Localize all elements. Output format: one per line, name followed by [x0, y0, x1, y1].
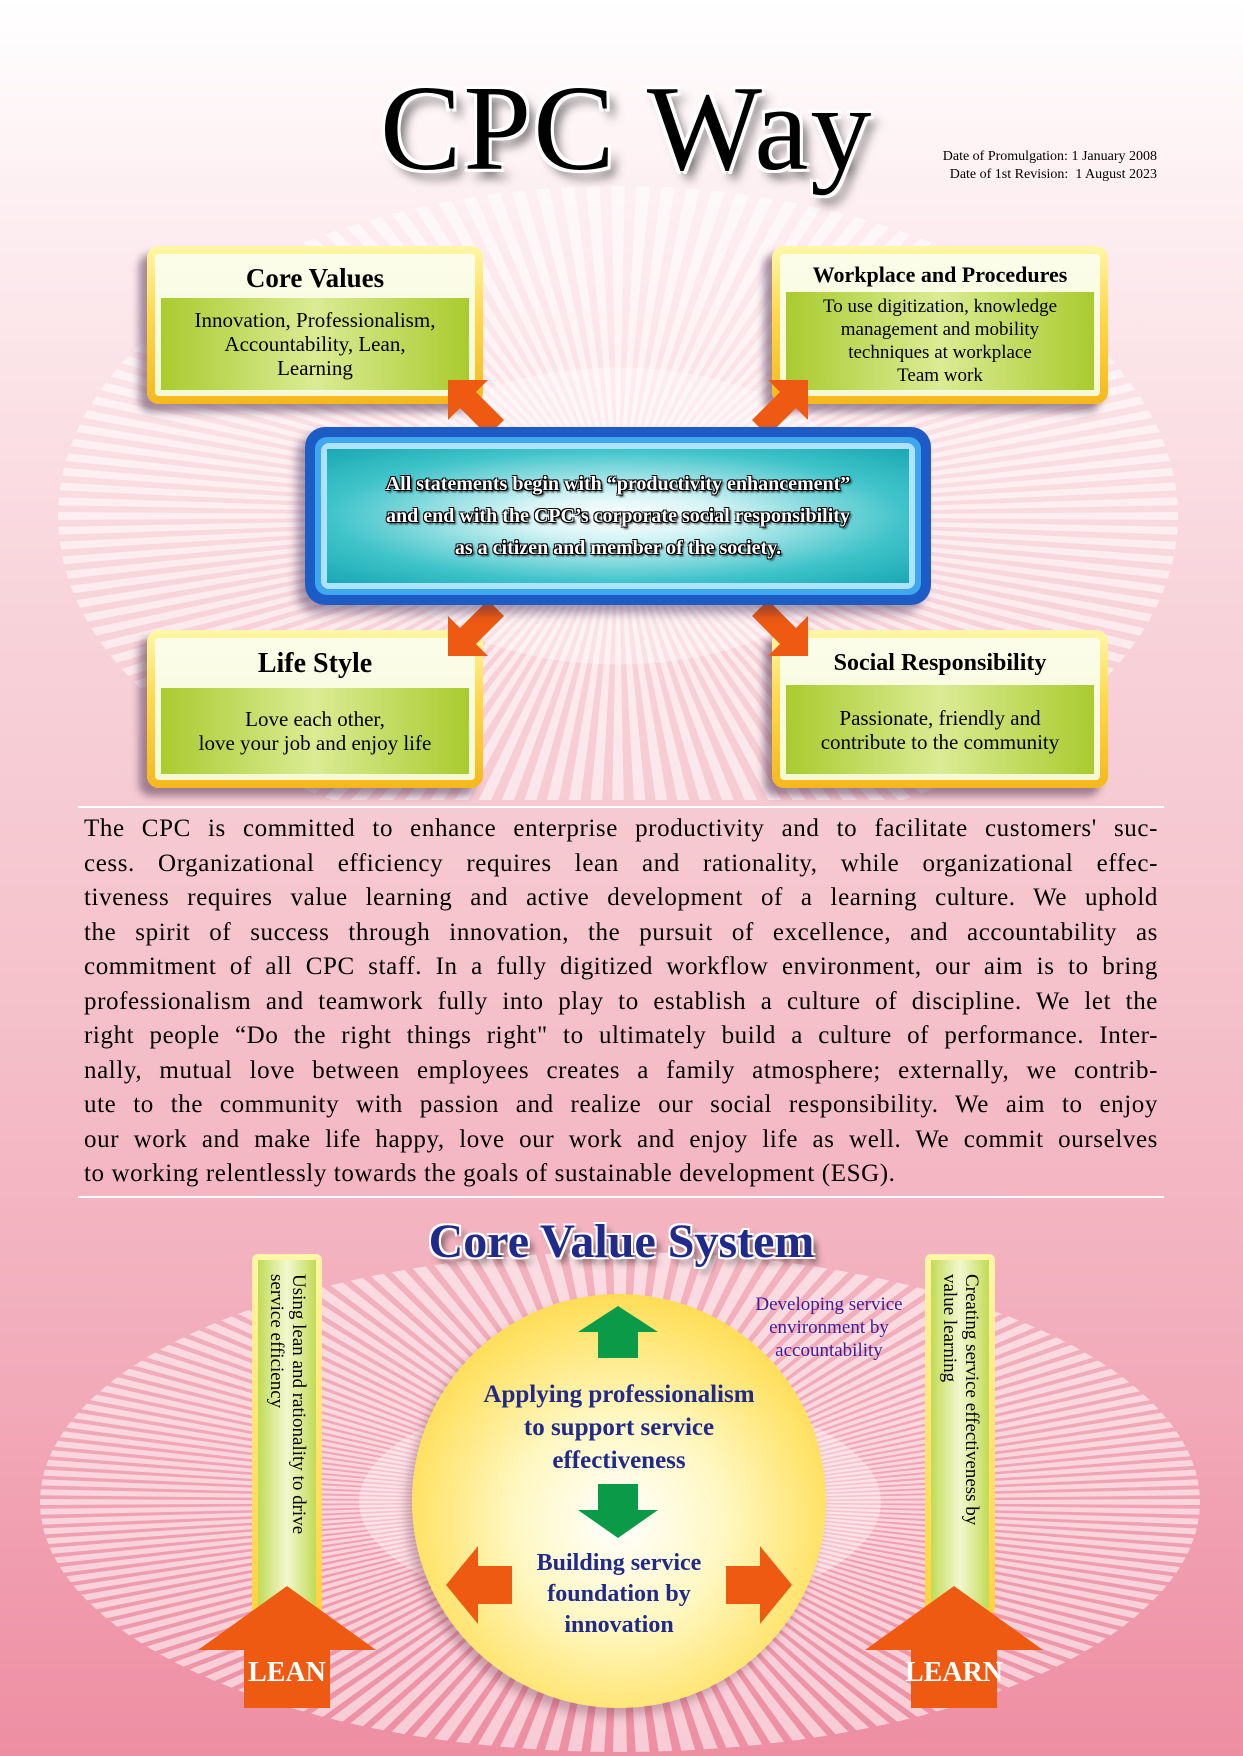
- innovation-line: Building service: [536, 1550, 702, 1576]
- paragraph-line: The CPC is committed to enhance enterpri…: [84, 815, 1158, 842]
- life-style-title: Life Style: [257, 648, 373, 679]
- social-responsibility-line: Passionate, friendly and: [839, 705, 1041, 730]
- lean-pillar-text: Using lean and rationality to drive serv…: [265, 1274, 309, 1534]
- core-values-line: Learning: [277, 356, 353, 380]
- professionalism-text: Applying professionalism to support serv…: [440, 1378, 798, 1477]
- innovation-line: foundation by: [547, 1581, 691, 1607]
- paragraph-line: professionalism and teamwork fully into …: [84, 987, 1158, 1015]
- arrow-down-right-icon: [752, 600, 808, 656]
- lean-arrow-icon: [198, 1586, 376, 1708]
- central-statement-line: All statements begin with “productivity …: [385, 473, 851, 495]
- lean-pillar: Using lean and rationality to drive serv…: [252, 1254, 322, 1614]
- workplace-line: management and mobility: [840, 319, 1040, 340]
- paragraph-line: the spirit of success through innovation…: [84, 918, 1158, 946]
- innovation-line: innovation: [564, 1612, 674, 1638]
- arrow-up-left-icon: [448, 380, 504, 436]
- paragraph-line: our work and make life happy, love our w…: [84, 1125, 1158, 1153]
- paragraph-line: tiveness requires value learning and act…: [84, 884, 1158, 911]
- lean-pillar-line: service efficiency: [266, 1274, 287, 1409]
- paragraph-line: right people “Do the right things right"…: [84, 1022, 1158, 1049]
- workplace-line: techniques at workplace: [848, 342, 1032, 363]
- sunburst-ray: [40, 1499, 620, 1505]
- life-style-box: Life Style Love each other, love your jo…: [147, 630, 483, 788]
- sunburst-ray: [620, 1499, 1200, 1505]
- central-statement-line: as a citizen and member of the society.: [454, 537, 782, 559]
- core-value-system-title: Core Value System: [428, 1215, 815, 1268]
- innovation-text: Building service foundation by innovatio…: [500, 1548, 738, 1641]
- green-arrow-up-icon: [578, 1306, 658, 1358]
- divider-top: [78, 806, 1164, 808]
- arrow-up-right-icon: [752, 380, 808, 436]
- arrow-down-left-icon: [448, 600, 504, 656]
- mission-paragraph: The CPC is committed to enhance enterpri…: [84, 812, 1158, 1192]
- core-values-box: Core Values Innovation, Professionalism,…: [147, 246, 483, 404]
- sunburst-ray: [611, 186, 625, 516]
- social-responsibility-box: Social Responsibility Passionate, friend…: [772, 630, 1108, 788]
- accountability-note-line: environment by: [769, 1317, 889, 1338]
- paragraph-line: commitment of all CPC staff. In a fully …: [84, 953, 1158, 980]
- social-responsibility-title: Social Responsibility: [833, 650, 1047, 676]
- central-statement-box: All statements begin with “productivity …: [305, 427, 931, 605]
- accountability-note-line: Developing service: [755, 1294, 903, 1315]
- paragraph-line: cess. Organizational efficiency requires…: [84, 849, 1158, 877]
- learn-pillar-line: value learning: [939, 1274, 960, 1383]
- workplace-box: Workplace and Procedures To use digitiza…: [772, 246, 1108, 404]
- learn-pillar-text: Creating service effectiveness by value …: [938, 1274, 982, 1525]
- page-title: CPC Way: [380, 61, 874, 196]
- revision-dates: Date of Promulgation: 1 January 2008 Dat…: [943, 148, 1157, 184]
- workplace-title: Workplace and Procedures: [812, 262, 1068, 287]
- accountability-note: Developing service environment by accoun…: [740, 1293, 918, 1362]
- learn-label: LEARN: [904, 1657, 1003, 1688]
- revision-date: Date of 1st Revision: 1 August 2023: [949, 167, 1157, 182]
- learn-arrow-icon: [865, 1586, 1043, 1708]
- life-style-line: Love each other,: [245, 707, 385, 731]
- central-statement-line: and end with the CPC’s corporate social …: [386, 505, 850, 527]
- professionalism-line: to support service: [523, 1414, 715, 1441]
- professionalism-line: effectiveness: [552, 1447, 686, 1474]
- core-values-title: Core Values: [245, 263, 385, 293]
- lean-label: LEAN: [248, 1657, 326, 1688]
- social-responsibility-line: contribute to the community: [820, 729, 1060, 754]
- paragraph-line: ute to the community with passion and re…: [84, 1091, 1158, 1118]
- paragraph-line: to working relentlessly towards the goal…: [84, 1160, 896, 1187]
- learn-pillar-line: Creating service effectiveness by: [961, 1274, 982, 1526]
- lean-pillar-line: Using lean and rationality to drive: [288, 1274, 309, 1535]
- learn-pillar: Creating service effectiveness by value …: [925, 1254, 995, 1614]
- sunburst-ray: [612, 516, 624, 800]
- divider-bottom: [78, 1196, 1164, 1198]
- core-values-line: Accountability, Lean,: [224, 332, 406, 356]
- orange-arrow-right-icon: [726, 1546, 792, 1624]
- orange-arrow-left-icon: [446, 1546, 512, 1624]
- core-values-line: Innovation, Professionalism,: [194, 308, 436, 332]
- workplace-line: To use digitization, knowledge: [822, 296, 1057, 317]
- life-style-line: love your job and enjoy life: [198, 731, 432, 755]
- professionalism-line: Applying professionalism: [483, 1381, 755, 1408]
- paragraph-line: nally, mutual love between employees cre…: [84, 1056, 1158, 1084]
- workplace-line: Team work: [897, 365, 983, 386]
- green-arrow-down-icon: [578, 1484, 658, 1538]
- promulgation-date: Date of Promulgation: 1 January 2008: [942, 149, 1157, 164]
- accountability-note-line: accountability: [775, 1340, 883, 1361]
